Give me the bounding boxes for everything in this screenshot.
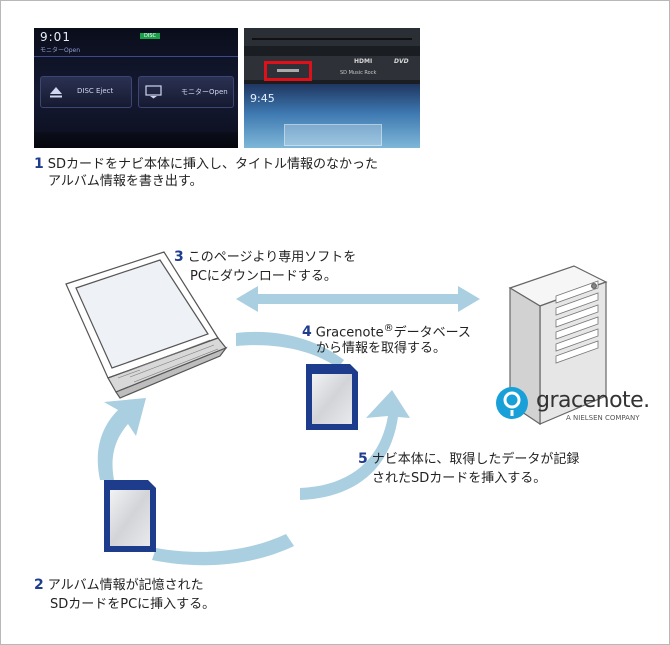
sd-slot-highlight	[264, 61, 312, 81]
monitor-open-label: モニターOpen	[181, 88, 228, 96]
navi-sd-slot-photo: HDMI DVD SD Music Rock 9:45	[244, 28, 420, 148]
sd-slot	[277, 69, 299, 72]
navi-clock: 9:01	[40, 30, 71, 44]
monitor-icon	[145, 85, 162, 99]
sd-card-icon	[306, 364, 358, 430]
step-2-number: 2	[34, 577, 44, 593]
navi-bottom-bar	[34, 132, 238, 148]
navi2-button	[284, 124, 382, 146]
step-1-text-2: アルバム情報を書き出す。	[48, 174, 203, 189]
registered-mark: ®	[383, 323, 394, 334]
faceplate-top	[244, 28, 420, 46]
disc-indicator: DISC	[140, 33, 160, 39]
eject-icon	[50, 87, 62, 98]
sd-card-icon	[104, 480, 156, 552]
step-5-text-1: ナビ本体に、取得したデータが記録	[371, 452, 580, 467]
step-3-number: 3	[174, 249, 184, 265]
navi-divider	[34, 56, 238, 57]
gracenote-tagline: A NIELSEN COMPANY	[566, 414, 640, 422]
step-4-text-1a: Gracenote	[315, 325, 384, 341]
step-3-text-1: このページより専用ソフトを	[187, 250, 357, 265]
navi2-clock: 9:45	[250, 92, 275, 105]
step-2-text-1: アルバム情報が記憶された	[47, 578, 204, 593]
brand-logo-2: DVD	[394, 58, 409, 65]
cycle-arrow-icon	[97, 331, 410, 566]
step-3-text-2: PCにダウンロードする。	[190, 269, 337, 284]
navi-screen-photo: 9:01 モニターOpen DISC DISC Eject モニターOpen	[34, 28, 238, 148]
disc-eject-label: DISC Eject	[77, 87, 114, 95]
brand-logo-1: HDMI	[354, 58, 373, 65]
step-4-number: 4	[302, 324, 312, 341]
server-icon	[508, 265, 608, 426]
step-5-number: 5	[358, 451, 368, 467]
laptop-icon	[65, 251, 228, 399]
navi-subtitle: モニターOpen	[40, 47, 81, 54]
step-4-text-1b: データベース	[393, 325, 471, 341]
double-arrow-icon	[236, 286, 480, 312]
step-4-text-2: から情報を取得する。	[316, 341, 447, 356]
brand-logo-3: SD Music Rock	[340, 70, 377, 76]
navi-display	[244, 84, 420, 148]
faceplate-logos-bar	[244, 56, 420, 80]
step-1-text-1: SDカードをナビ本体に挿入し、タイトル情報のなかった	[47, 157, 379, 172]
step-5-text-2: されたSDカードを挿入する。	[372, 471, 547, 486]
disc-eject-button[interactable]: DISC Eject	[40, 76, 132, 108]
gracenote-logo-icon	[496, 387, 528, 419]
gracenote-wordmark: gracenote.	[536, 388, 650, 413]
monitor-open-button[interactable]: モニターOpen	[138, 76, 234, 108]
step-1-number: 1	[34, 156, 44, 172]
disc-slot	[252, 38, 412, 40]
step-2-text-2: SDカードをPCに挿入する。	[50, 597, 216, 612]
